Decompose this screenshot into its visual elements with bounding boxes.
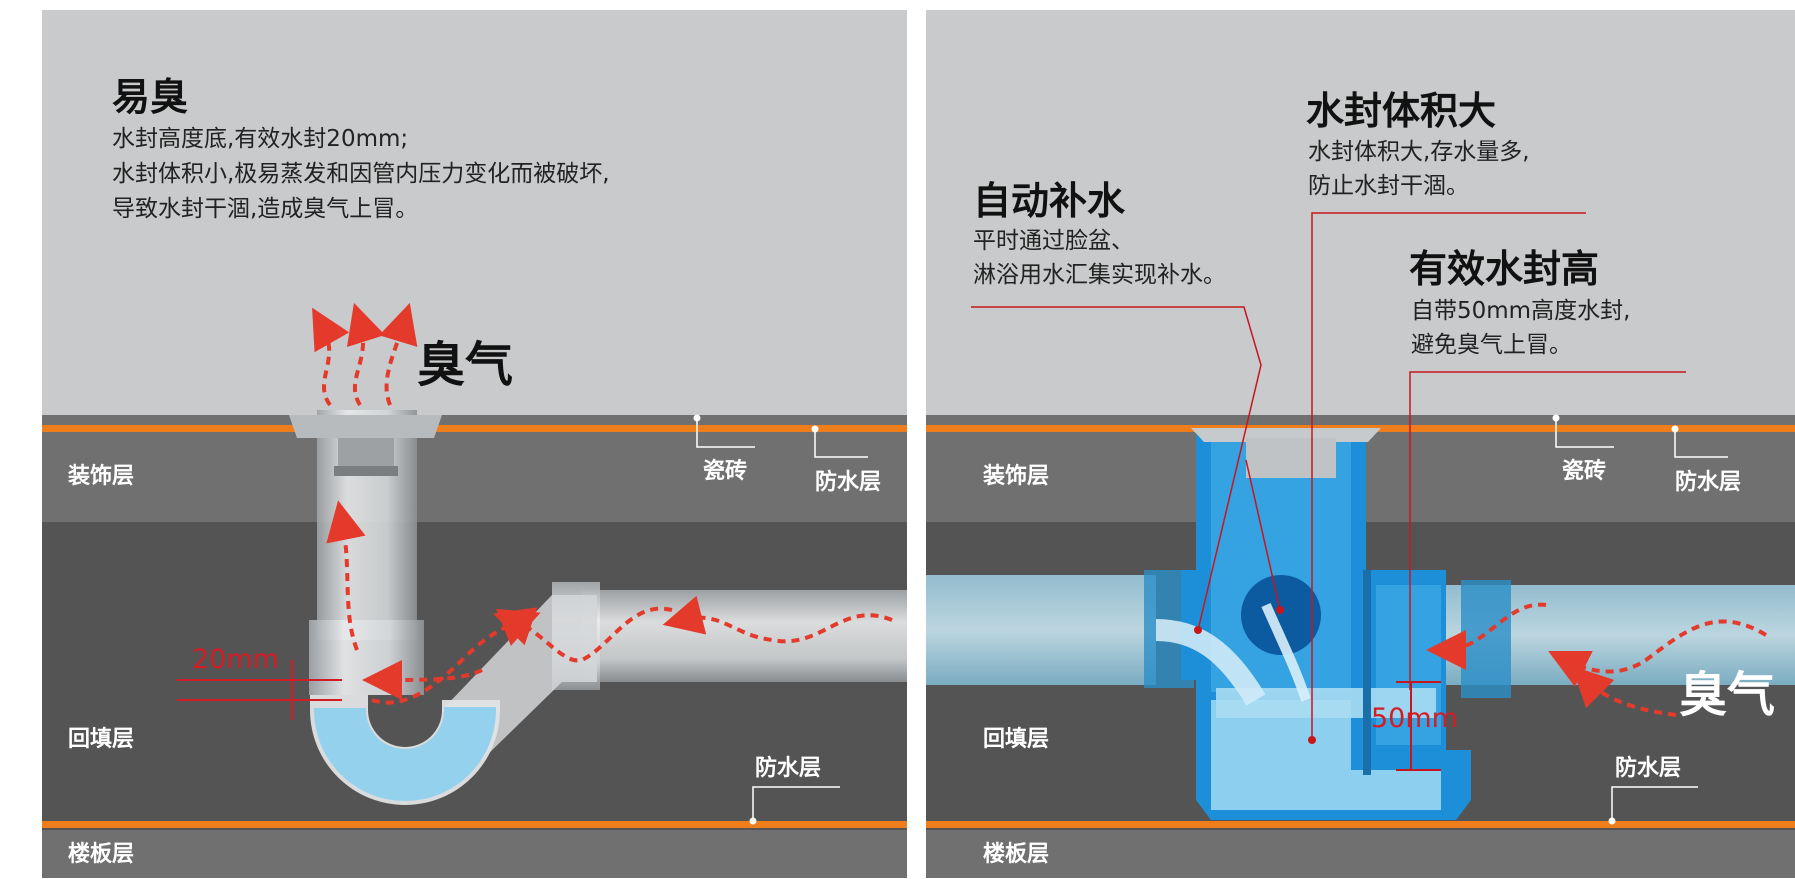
left-layer-waterproof-top: 防水层: [815, 470, 882, 495]
conventional-trap-illustration: [177, 302, 907, 825]
callout-auto-refill-title: 自动补水: [973, 179, 1126, 223]
left-layer-slab: 楼板层: [68, 842, 135, 867]
horizontal-drain-pipe: [582, 590, 907, 682]
right-seal-dimension: 50mm: [1371, 703, 1458, 734]
left-layer-tile: 瓷砖: [703, 459, 748, 484]
right-layer-backfill: 回填层: [983, 727, 1050, 752]
right-layer-tile: 瓷砖: [1562, 459, 1607, 484]
floor-slab-band: [926, 830, 1795, 878]
panel-conventional-drain: 易臭 水封高度底,有效水封20mm; 水封体积小,极易蒸发和因管内压力变化而被破…: [42, 10, 907, 878]
callout-high-seal-line-1: 自带50mm高度水封,: [1411, 298, 1631, 324]
callout-auto-refill-line-1: 平时通过脸盆、: [973, 228, 1134, 254]
callout-large-volume-line-1: 水封体积大,存水量多,: [1308, 139, 1530, 165]
left-desc-line-2: 水封体积小,极易蒸发和因管内压力变化而被破坏,: [112, 161, 610, 187]
inlet-pipe: [926, 575, 1156, 685]
left-seal-dimension: 20mm: [192, 644, 279, 675]
right-layer-waterproof-bottom: 防水层: [1615, 756, 1682, 781]
left-layer-backfill: 回填层: [68, 727, 135, 752]
waterproof-stripe-bottom: [926, 821, 1795, 828]
left-desc-line-1: 水封高度底,有效水封20mm;: [112, 126, 409, 152]
overflow-opening: [1241, 575, 1321, 655]
floor-slab-band: [42, 830, 907, 878]
drain-grate: [289, 415, 442, 438]
right-odor-label: 臭气: [1679, 667, 1776, 723]
waterproof-stripe-bottom: [42, 821, 907, 828]
left-layer-waterproof-bottom: 防水层: [755, 756, 822, 781]
water-seal: [314, 707, 496, 801]
left-odor-label: 臭气: [417, 337, 514, 393]
callout-auto-refill-line-2: 淋浴用水汇集实现补水。: [973, 262, 1226, 288]
right-layer-slab: 楼板层: [983, 842, 1050, 867]
decoration-layer-band: [42, 415, 907, 522]
left-layer-decor: 装饰层: [68, 464, 135, 489]
right-layer-waterproof-top: 防水层: [1675, 470, 1742, 495]
right-layer-decor: 装饰层: [983, 464, 1050, 489]
left-title: 易臭: [112, 75, 189, 119]
water-seal: [1211, 700, 1441, 810]
callout-high-seal-title: 有效水封高: [1409, 247, 1600, 291]
panel-improved-drain: 自动补水 平时通过脸盆、 淋浴用水汇集实现补水。 水封体积大 水封体积大,存水量…: [926, 10, 1795, 878]
room-space: [42, 10, 907, 415]
left-desc-line-3: 导致水封干涸,造成臭气上冒。: [112, 196, 419, 222]
callout-high-seal-line-2: 避免臭气上冒。: [1411, 332, 1572, 358]
callout-large-volume-title: 水封体积大: [1306, 89, 1497, 133]
callout-large-volume-line-2: 防止水封干涸。: [1308, 173, 1469, 199]
waterproof-stripe-top: [42, 425, 907, 432]
improved-drain-illustration: [926, 212, 1795, 825]
